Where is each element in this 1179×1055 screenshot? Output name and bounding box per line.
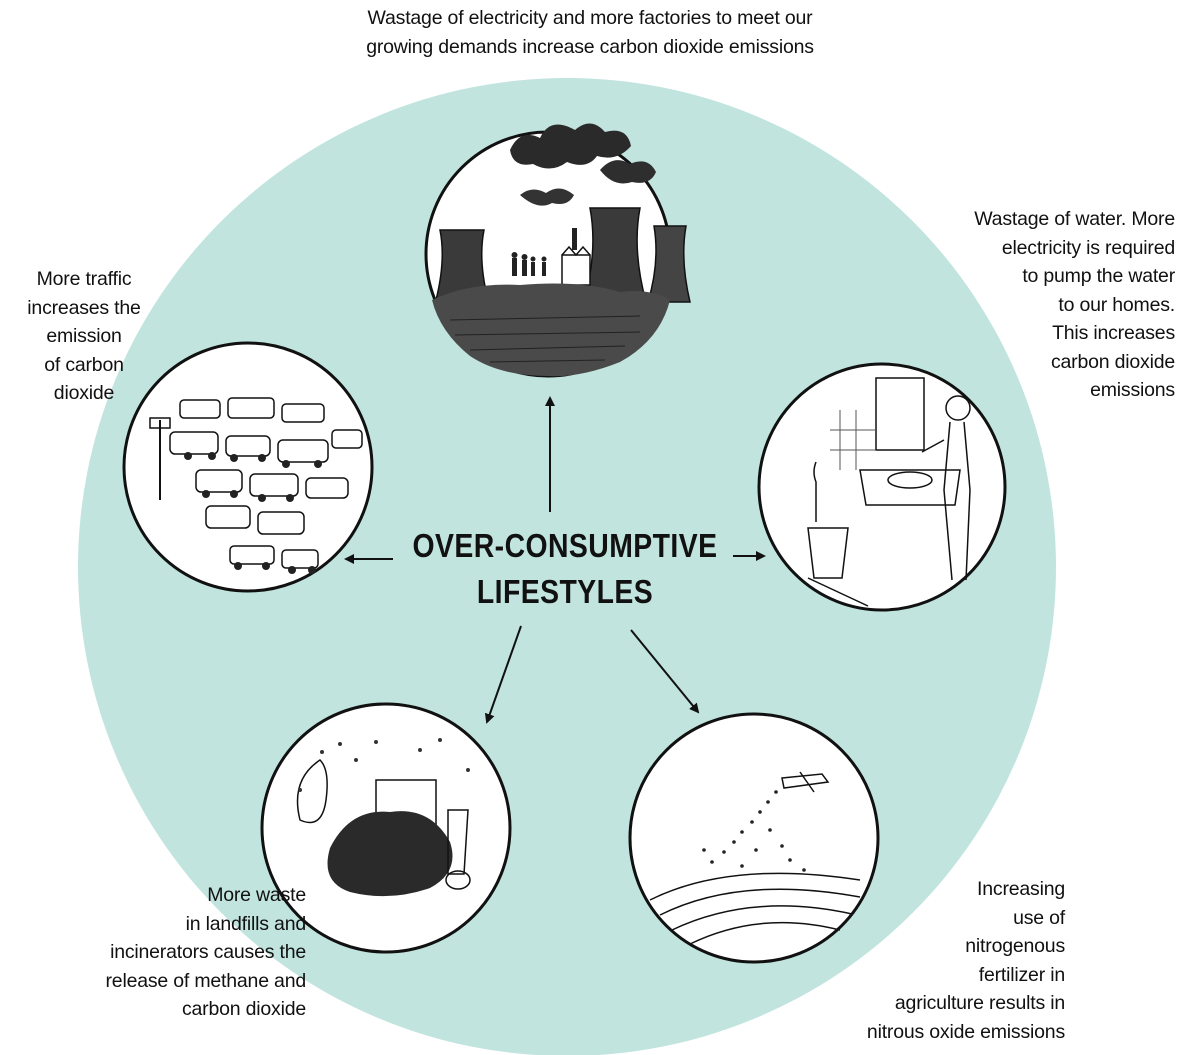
fertilizer-illustration xyxy=(628,712,880,964)
central-label: OVER-CONSUMPTIVE LIFESTYLES xyxy=(397,523,732,615)
arrow-to-garbage xyxy=(484,625,522,724)
arrow-to-fertilizer xyxy=(630,629,700,714)
caption-fertilizer: Increasing use of nitrogenous fertilizer… xyxy=(866,878,1065,1043)
traffic-illustration xyxy=(122,341,374,593)
factory-illustration xyxy=(424,123,691,378)
water-wastage-illustration xyxy=(757,362,1007,612)
garbage-illustration xyxy=(260,702,512,954)
caption-waste: More waste in landfills and incinerators… xyxy=(105,884,307,1020)
caption-traffic: More traffic increases the emission of c… xyxy=(27,268,141,404)
caption-water: Wastage of water. More electricity is re… xyxy=(974,208,1175,401)
arrows xyxy=(344,396,766,724)
caption-factories: Wastage of electricity and more factorie… xyxy=(366,7,814,58)
central-label-line2: LIFESTYLES xyxy=(476,573,654,610)
central-label-line1: OVER-CONSUMPTIVE xyxy=(412,527,718,564)
